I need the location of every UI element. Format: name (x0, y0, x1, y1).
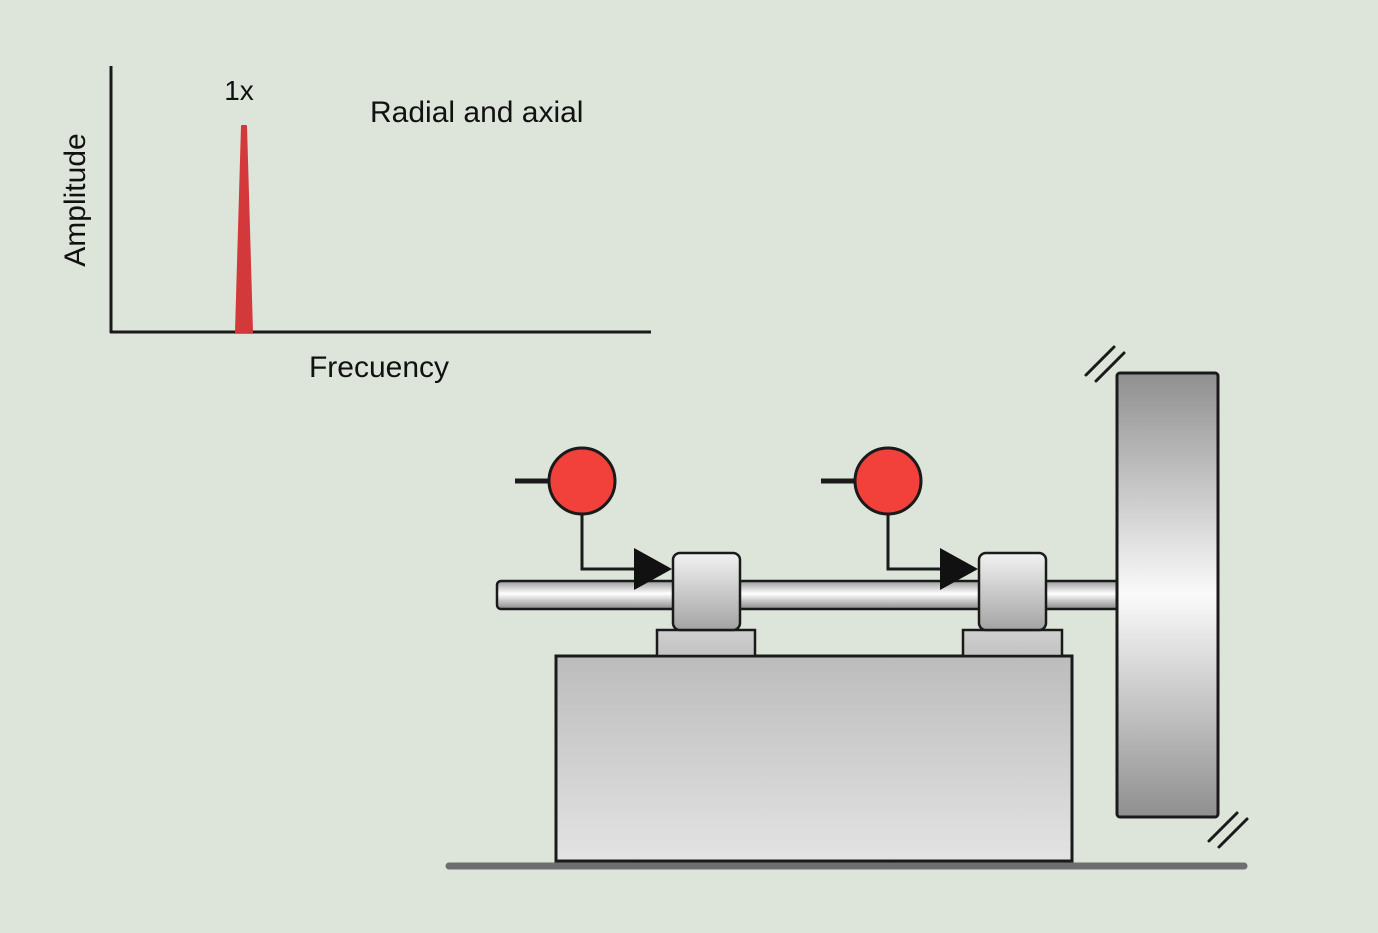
bearing-plate-left (655, 628, 757, 658)
y-axis-label: Amplitude (59, 133, 92, 266)
peak-label: 1x (224, 75, 254, 106)
measurement-arrow-icon (940, 548, 978, 590)
measurement-arrow-icon (634, 548, 672, 590)
direction-note: Radial and axial (370, 96, 583, 129)
bearing-left (671, 551, 742, 632)
rotor-disc (1115, 371, 1220, 819)
spectrum-chart: 1x Radial and axial Amplitude Frecuency (59, 66, 651, 384)
machine-base (554, 654, 1074, 863)
machine-assembly (445, 345, 1249, 870)
bearing-right (977, 551, 1048, 632)
x-axis-label: Frecuency (309, 351, 449, 384)
motion-marks-top (1084, 345, 1126, 383)
spectrum-peak-1x (235, 125, 253, 333)
motion-marks-bottom (1207, 811, 1249, 849)
bearing-plate-right (961, 628, 1064, 658)
vibration-sensor-icon (821, 446, 978, 590)
vibration-sensor-icon (515, 446, 672, 590)
